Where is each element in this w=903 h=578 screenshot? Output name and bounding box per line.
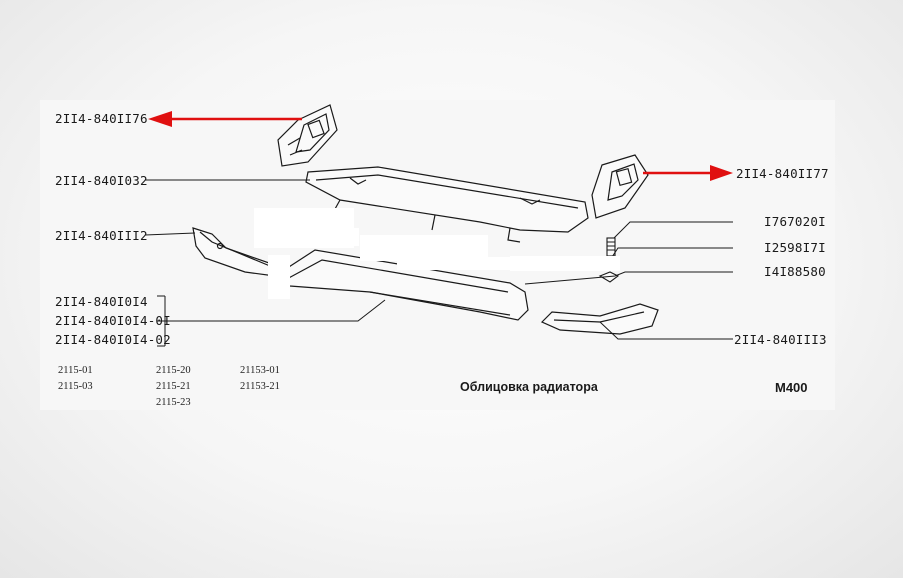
model-code: 2115-21 bbox=[156, 381, 191, 392]
bracket-left-drawing bbox=[277, 104, 338, 167]
label-grille-v2: 2II4-840I0I4-02 bbox=[55, 332, 171, 347]
arrow-right-head bbox=[710, 165, 733, 181]
leader-bolt bbox=[613, 221, 733, 239]
label-bracket-left: 2II4-840II76 bbox=[55, 111, 148, 126]
watermark-mask bbox=[306, 228, 359, 246]
highlight-arrows bbox=[148, 111, 733, 181]
watermark-mask bbox=[510, 256, 620, 271]
model-code: 21153-21 bbox=[240, 381, 280, 392]
watermark-mask bbox=[268, 255, 290, 299]
label-trim-right: 2II4-840III3 bbox=[734, 332, 827, 347]
catalog-sheet: 2II4-840II76 2II4-840I032 2II4-840III2 2… bbox=[40, 100, 835, 410]
label-grille-v1: 2II4-840I0I4-0I bbox=[55, 313, 171, 328]
label-trim-left: 2II4-840III2 bbox=[55, 228, 148, 243]
label-grille-main: 2II4-840I0I4 bbox=[55, 294, 148, 309]
leader-lines bbox=[144, 179, 733, 347]
label-nut: I4I88580 bbox=[764, 264, 826, 279]
leader-trim-right bbox=[599, 321, 733, 340]
model-code: 2115-20 bbox=[156, 365, 191, 376]
label-washer: I2598I7I bbox=[764, 240, 826, 255]
bracket-right-drawing bbox=[591, 154, 649, 219]
model-code: 2115-03 bbox=[58, 381, 93, 392]
label-crossmember: 2II4-840I032 bbox=[55, 173, 148, 188]
diagram-caption: Облицовка радиатора bbox=[460, 380, 598, 394]
arrow-left-head bbox=[148, 111, 172, 127]
trim-right-drawing bbox=[540, 303, 659, 335]
model-code: 2115-01 bbox=[58, 365, 93, 376]
watermark-mask bbox=[397, 257, 515, 270]
model-code: 2115-23 bbox=[156, 397, 191, 408]
page-code: M400 bbox=[775, 380, 808, 395]
watermark-mask bbox=[360, 235, 488, 261]
label-bracket-right: 2II4-840II77 bbox=[736, 166, 829, 181]
label-bolt: I767020I bbox=[764, 214, 826, 229]
leader-nut bbox=[524, 271, 733, 285]
leader-trim-left bbox=[144, 232, 196, 236]
leader-grille bbox=[165, 299, 386, 322]
leader-washer bbox=[609, 247, 733, 261]
model-code: 21153-01 bbox=[240, 365, 280, 376]
